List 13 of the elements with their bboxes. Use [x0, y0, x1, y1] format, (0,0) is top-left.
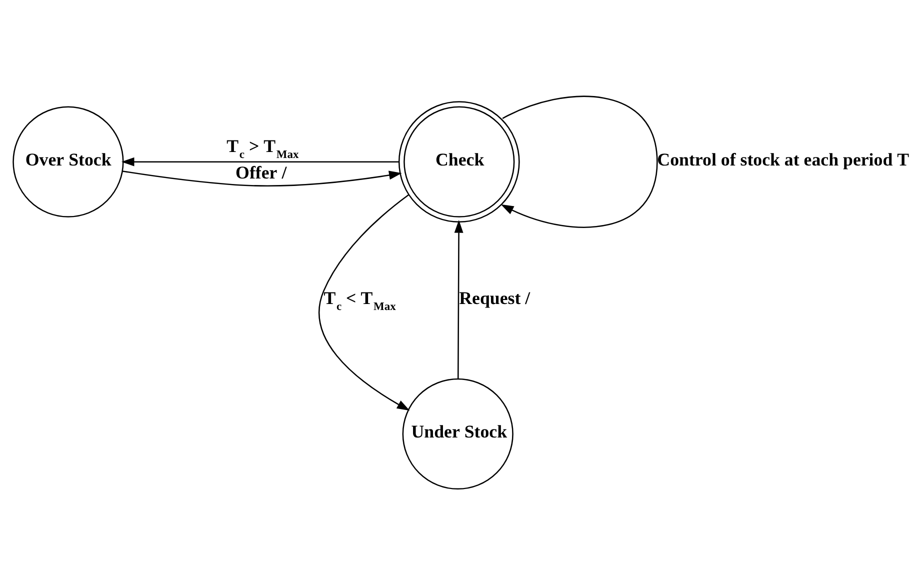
- node-circle: Check: [398, 101, 520, 223]
- arrow: [318, 194, 410, 411]
- arrow: [454, 220, 464, 379]
- arrow: [500, 96, 658, 228]
- edge-label: Control of stock at each period T: [657, 149, 910, 170]
- arrow: [122, 170, 402, 186]
- node-circle: Under Stock: [402, 378, 514, 490]
- node-circle: Over Stock: [12, 106, 124, 218]
- arrow: [121, 157, 399, 166]
- edge-label: Offer /: [236, 162, 287, 183]
- edge-label: Request /: [459, 288, 530, 308]
- edge-label: T$_{c}$ > T$_{Max}$: [226, 136, 299, 161]
- edge-label: T$_{c}$ < T$_{Max}$: [324, 288, 396, 313]
